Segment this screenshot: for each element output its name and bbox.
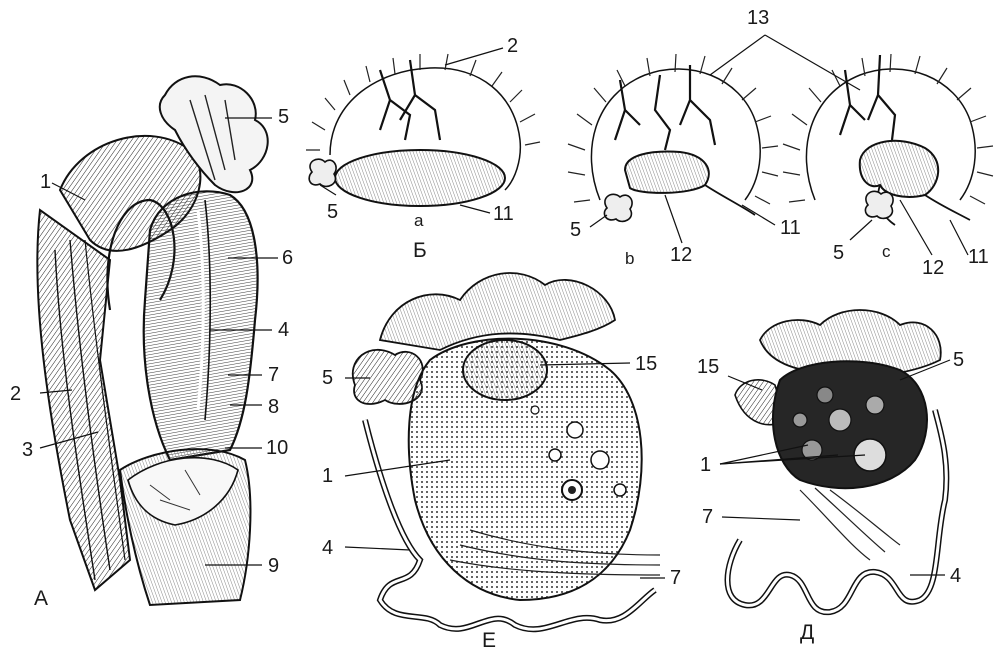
panel-b-callout-5: 5	[327, 202, 338, 222]
panel-c-callout-11: 11	[968, 247, 989, 267]
shared-callout-13: 13	[747, 8, 769, 28]
panel-bb-callout-11: 11	[780, 218, 801, 238]
panel-b-title: Б	[413, 240, 427, 261]
panel-e-callout-15: 15	[635, 354, 657, 374]
panel-bb-sublabel: b	[625, 250, 634, 267]
panel-a-callout-1: 1	[40, 172, 51, 192]
panel-e-drawing	[353, 273, 660, 629]
panel-d-callout-1: 1	[700, 455, 711, 475]
panel-d-callout-15: 15	[697, 357, 719, 377]
panel-c-drawing	[783, 54, 993, 225]
panel-e-title: Е	[482, 630, 496, 651]
panel-a-callout-9: 9	[268, 556, 279, 576]
panel-a-drawing	[37, 76, 267, 605]
panel-e-callout-4: 4	[322, 538, 333, 558]
panel-c-callout-5: 5	[833, 243, 844, 263]
panel-c-callout-12: 12	[922, 258, 944, 278]
panel-b-sublabel: a	[414, 212, 423, 229]
panel-a-title: А	[34, 588, 48, 609]
panel-d-callout-4: 4	[950, 566, 961, 586]
panel-a-callout-7: 7	[268, 365, 279, 385]
panel-d-callout-7: 7	[702, 507, 713, 527]
panel-a-callout-8: 8	[268, 397, 279, 417]
panel-a-callout-3: 3	[22, 440, 33, 460]
panel-e-callout-5: 5	[322, 368, 333, 388]
panel-b-drawing	[306, 54, 540, 206]
panel-c-sublabel: c	[882, 243, 891, 260]
panel-d-title: Д	[800, 622, 814, 643]
panel-a-callout-10: 10	[266, 438, 288, 458]
panel-b-callout-11: 11	[493, 204, 514, 224]
panel-d-callout-5: 5	[953, 350, 964, 370]
panel-e-callout-1: 1	[322, 466, 333, 486]
panel-e-callout-7: 7	[670, 568, 681, 588]
panel-a-callout-4: 4	[278, 320, 289, 340]
panel-a-callout-6: 6	[282, 248, 293, 268]
panel-bb-callout-12: 12	[670, 245, 692, 265]
panel-a-callout-5: 5	[278, 107, 289, 127]
panel-bb-callout-5: 5	[570, 220, 581, 240]
panel-b-callout-2: 2	[507, 36, 518, 56]
panel-bb-drawing	[568, 54, 778, 221]
panel-a-callout-2: 2	[10, 384, 21, 404]
